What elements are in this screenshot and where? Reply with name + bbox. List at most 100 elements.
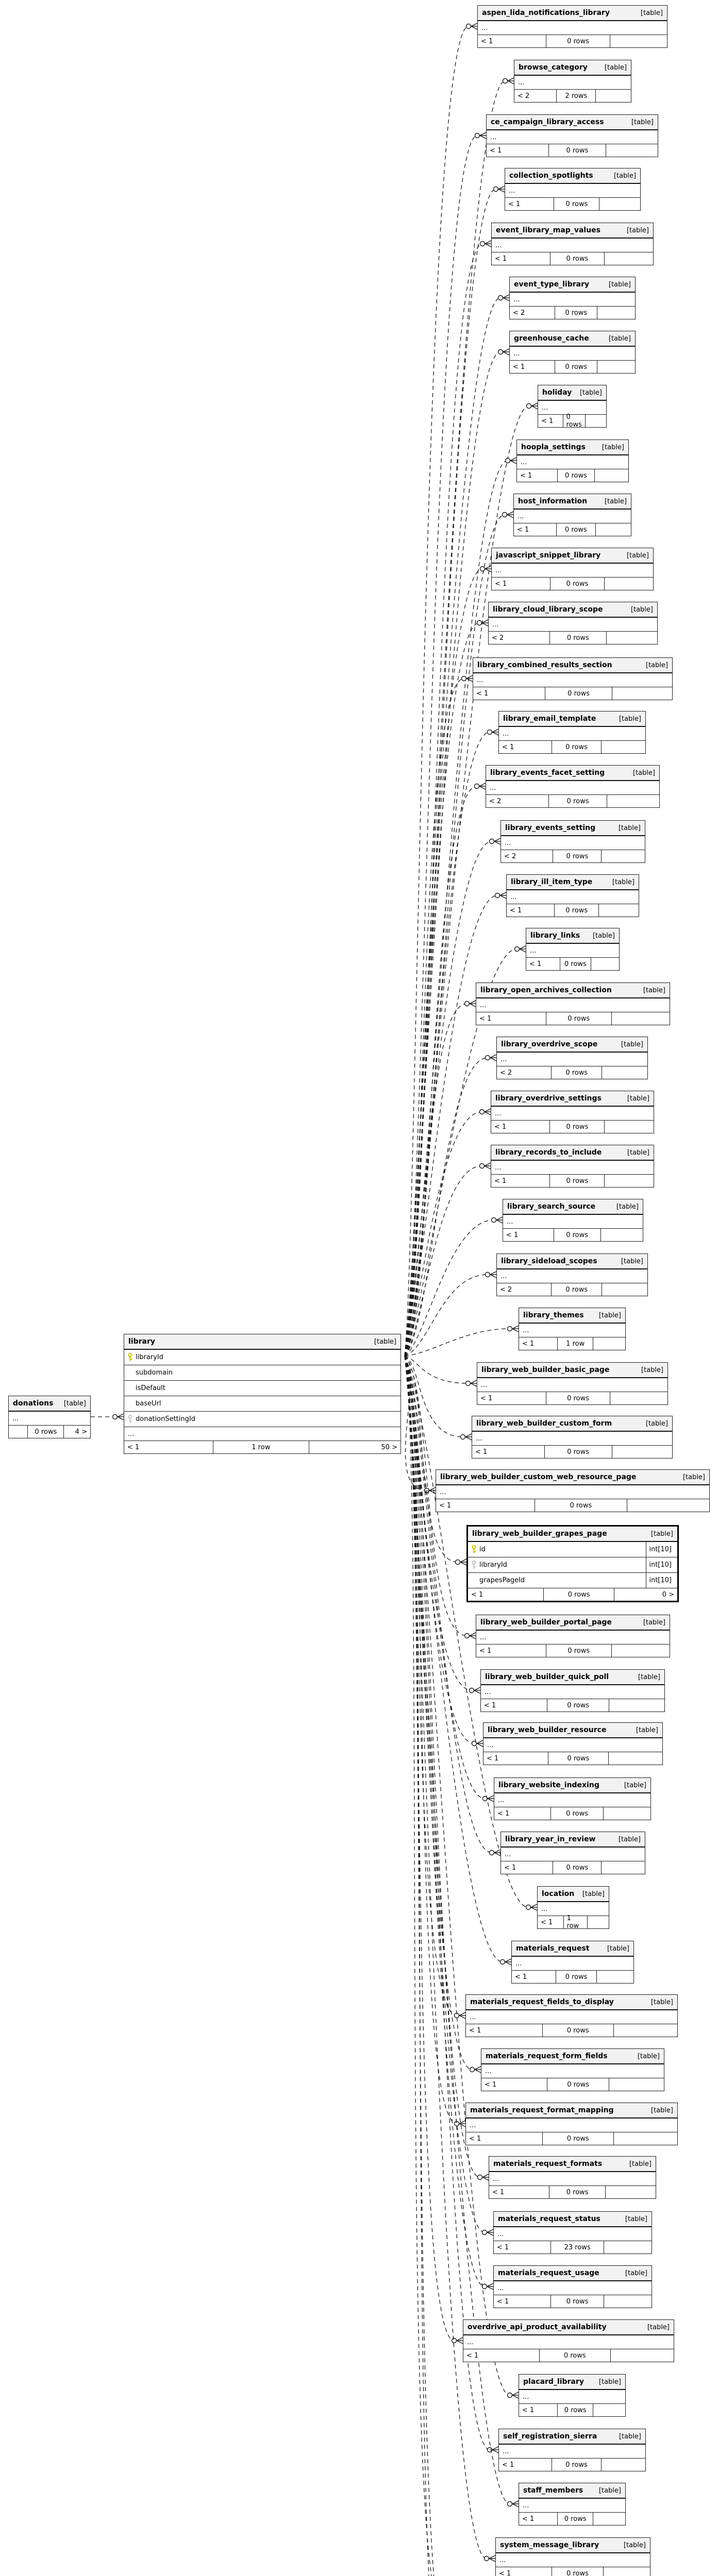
table-name[interactable]: javascript_snippet_library xyxy=(496,551,601,560)
table-name[interactable]: library_events_setting xyxy=(505,824,596,832)
table-name[interactable]: materials_request_status xyxy=(498,2215,600,2223)
table-name[interactable]: library_search_source xyxy=(507,1202,596,1211)
table-name[interactable]: library_themes xyxy=(523,1311,584,1319)
table-name[interactable]: location xyxy=(542,1890,575,1898)
table-node-overdrive_api_product_availability[interactable]: overdrive_api_product_availability[table… xyxy=(463,2319,674,2362)
table-node-materials_request_form_fields[interactable]: materials_request_form_fields[table]...<… xyxy=(481,2048,664,2091)
table-name[interactable]: collection_spotlights xyxy=(509,172,593,180)
table-name[interactable]: self_registration_sierra xyxy=(503,2432,597,2441)
table-node-library_cloud_library_scope[interactable]: library_cloud_library_scope[table]...< 2… xyxy=(488,602,658,645)
table-name[interactable]: staff_members xyxy=(523,2486,583,2495)
table-name[interactable]: library_website_indexing xyxy=(498,1781,599,1789)
table-node-library_web_builder_basic_page[interactable]: library_web_builder_basic_page[table]...… xyxy=(477,1362,668,1405)
table-name[interactable]: library_overdrive_scope xyxy=(501,1040,598,1048)
table-name[interactable]: materials_request_formats xyxy=(493,2160,603,2168)
table-node-library_web_builder_custom_form[interactable]: library_web_builder_custom_form[table]..… xyxy=(472,1416,673,1459)
table-name[interactable]: donations xyxy=(13,1399,54,1408)
table-name[interactable]: library_events_facet_setting xyxy=(490,769,605,777)
table-name[interactable]: library_overdrive_settings xyxy=(495,1094,602,1103)
table-node-library_web_builder_custom_web_resource_page[interactable]: library_web_builder_custom_web_resource_… xyxy=(436,1469,710,1512)
table-name[interactable]: library_ill_item_type xyxy=(511,878,593,886)
table-name[interactable]: materials_request xyxy=(516,1944,590,1953)
table-name[interactable]: browse_category xyxy=(519,63,588,72)
zero-or-many-circle xyxy=(491,1217,497,1223)
zero-or-many-circle xyxy=(476,620,482,626)
table-name[interactable]: library_year_in_review xyxy=(505,1835,596,1843)
table-node-materials_request_format_mapping[interactable]: materials_request_format_mapping[table].… xyxy=(465,2103,678,2145)
table-name[interactable]: materials_request_fields_to_display xyxy=(470,1998,614,2006)
table-name[interactable]: event_library_map_values xyxy=(496,226,600,234)
table-name[interactable]: library_records_to_include xyxy=(495,1148,602,1157)
table-name[interactable]: aspen_lida_notifications_library xyxy=(482,9,610,17)
table-name[interactable]: library_cloud_library_scope xyxy=(493,605,603,614)
table-name[interactable]: materials_request_format_mapping xyxy=(470,2106,614,2114)
table-name[interactable]: materials_request_usage xyxy=(498,2269,599,2277)
table-node-aspen_lida_notifications_library[interactable]: aspen_lida_notifications_library[table].… xyxy=(477,5,667,48)
table-node-library_web_builder_resource[interactable]: library_web_builder_resource[table]...< … xyxy=(483,1722,663,1765)
table-name[interactable]: library_web_builder_grapes_page xyxy=(472,1530,607,1538)
table-name[interactable]: event_type_library xyxy=(514,280,590,289)
table-name[interactable]: materials_request_form_fields xyxy=(486,2052,608,2060)
table-name[interactable]: overdrive_api_product_availability xyxy=(467,2323,607,2331)
table-node-library_open_archives_collection[interactable]: library_open_archives_collection[table].… xyxy=(476,982,670,1025)
table-name[interactable]: greenhouse_cache xyxy=(514,334,589,343)
table-name[interactable]: library_combined_results_section xyxy=(477,661,612,669)
table-name[interactable]: system_message_library xyxy=(500,2541,599,2549)
table-name[interactable]: library_links xyxy=(530,931,580,940)
table-node-library_events_facet_setting[interactable]: library_events_facet_setting[table]...< … xyxy=(486,765,660,808)
table-name[interactable]: ce_campaign_library_access xyxy=(491,118,604,126)
table-name[interactable]: hoopla_settings xyxy=(521,443,586,451)
table-name[interactable]: library_web_builder_custom_web_resource_… xyxy=(440,1473,637,1481)
table-name[interactable]: library_sideload_scopes xyxy=(501,1257,597,1265)
table-name[interactable]: library_web_builder_custom_form xyxy=(476,1419,612,1428)
table-name[interactable]: library_web_builder_portal_page xyxy=(480,1618,612,1626)
table-node-materials_request_fields_to_display[interactable]: materials_request_fields_to_display[tabl… xyxy=(465,1994,678,2037)
table-name[interactable]: library_email_template xyxy=(503,715,596,723)
table-name[interactable]: holiday xyxy=(542,388,572,397)
table-name[interactable]: placard_library xyxy=(523,2378,584,2386)
table-name[interactable]: library xyxy=(128,1337,156,1346)
table-node-library_combined_results_section[interactable]: library_combined_results_section[table].… xyxy=(473,657,673,700)
table-name[interactable]: library_web_builder_quick_poll xyxy=(485,1673,609,1681)
table-name[interactable]: library_open_archives_collection xyxy=(480,986,612,994)
table-name[interactable]: library_web_builder_basic_page xyxy=(481,1366,610,1374)
table-node-library_web_builder_portal_page[interactable]: library_web_builder_portal_page[table]..… xyxy=(476,1615,670,1657)
table-name[interactable]: host_information xyxy=(518,497,588,505)
table-node-library_web_builder_quick_poll[interactable]: library_web_builder_quick_poll[table]...… xyxy=(480,1669,665,1712)
table-node-library_web_builder_grapes_page[interactable]: library_web_builder_grapes_page[table]id… xyxy=(466,1525,679,1602)
table-name[interactable]: library_web_builder_resource xyxy=(488,1726,607,1734)
